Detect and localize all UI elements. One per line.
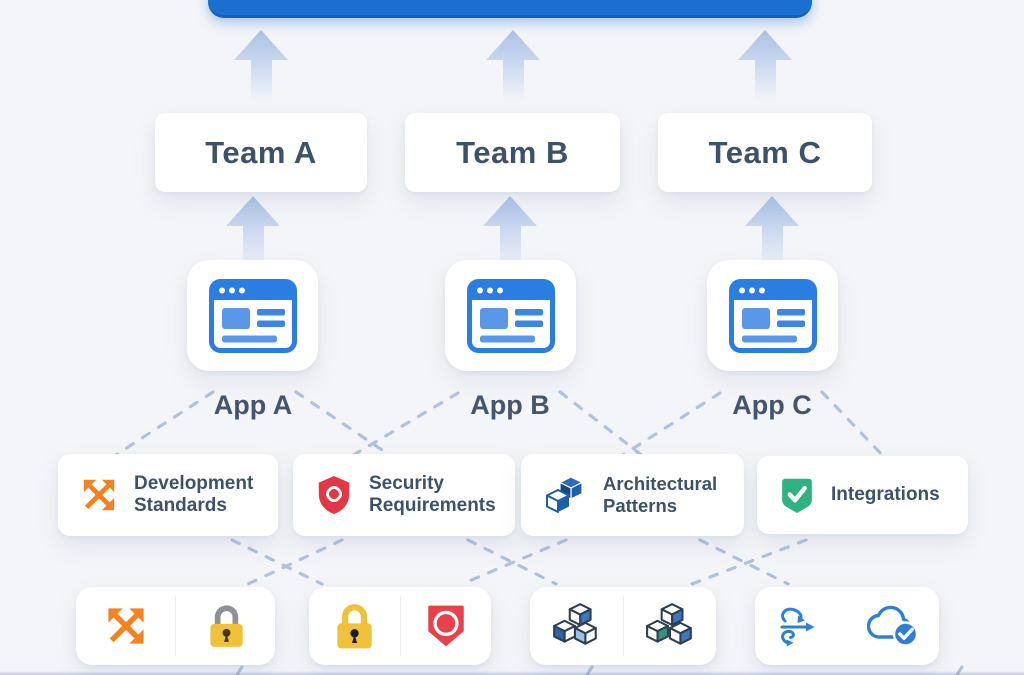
browser-window-icon — [729, 279, 817, 353]
security-artifacts-box — [309, 587, 491, 665]
flow-arrows-icon — [777, 604, 825, 648]
cube-stack-icon — [550, 601, 602, 651]
browser-window-icon — [467, 279, 555, 353]
shield-ring-icon — [423, 602, 469, 650]
crossed-arrows-icon — [104, 604, 148, 648]
app-a-card — [187, 260, 318, 371]
padlock-yellow-icon — [330, 601, 378, 651]
app-b-card — [445, 260, 576, 371]
padlock-gray-shackle-icon — [202, 601, 250, 651]
development-standards-label: Development Standards — [134, 472, 254, 516]
divider — [175, 596, 176, 656]
team-b-label: Team B — [456, 134, 569, 170]
crossed-arrows-icon — [80, 476, 118, 514]
app-b-label: App B — [470, 390, 550, 420]
dev-standards-artifacts-box — [76, 587, 275, 665]
up-arrow — [486, 30, 540, 102]
integrations-box: Integrations — [757, 456, 968, 534]
integrations-label: Integrations — [831, 483, 940, 505]
integration-artifacts-box — [755, 587, 939, 665]
security-requirements-box: Security Requirements — [293, 454, 515, 536]
cubes-icon — [543, 475, 587, 515]
divider — [399, 596, 401, 656]
up-arrow — [234, 30, 288, 102]
cloud-check-icon — [867, 604, 919, 648]
security-requirements-label: Security Requirements — [369, 472, 496, 516]
development-standards-box: Development Standards — [58, 454, 278, 536]
architectural-patterns-label: Architectural Patterns — [603, 473, 718, 516]
platform-bar — [208, 0, 812, 18]
browser-window-icon — [209, 279, 297, 353]
cube-stack-filled-icon — [644, 601, 696, 651]
app-c-label: App C — [732, 390, 812, 420]
bottom-edge-tint — [0, 671, 1024, 675]
divider — [622, 596, 624, 656]
architectural-patterns-box: Architectural Patterns — [521, 454, 744, 536]
shield-check-icon — [779, 476, 815, 514]
app-a-label: App A — [213, 390, 293, 420]
team-b-box: Team B — [405, 113, 620, 192]
team-a-box: Team A — [155, 113, 367, 192]
architecture-artifacts-box — [530, 587, 716, 665]
team-a-label: Team A — [205, 134, 317, 170]
team-c-label: Team C — [708, 134, 822, 170]
up-arrow — [738, 30, 792, 102]
team-c-box: Team C — [658, 113, 872, 192]
app-c-card — [707, 260, 838, 371]
security-shield-icon — [315, 474, 353, 516]
